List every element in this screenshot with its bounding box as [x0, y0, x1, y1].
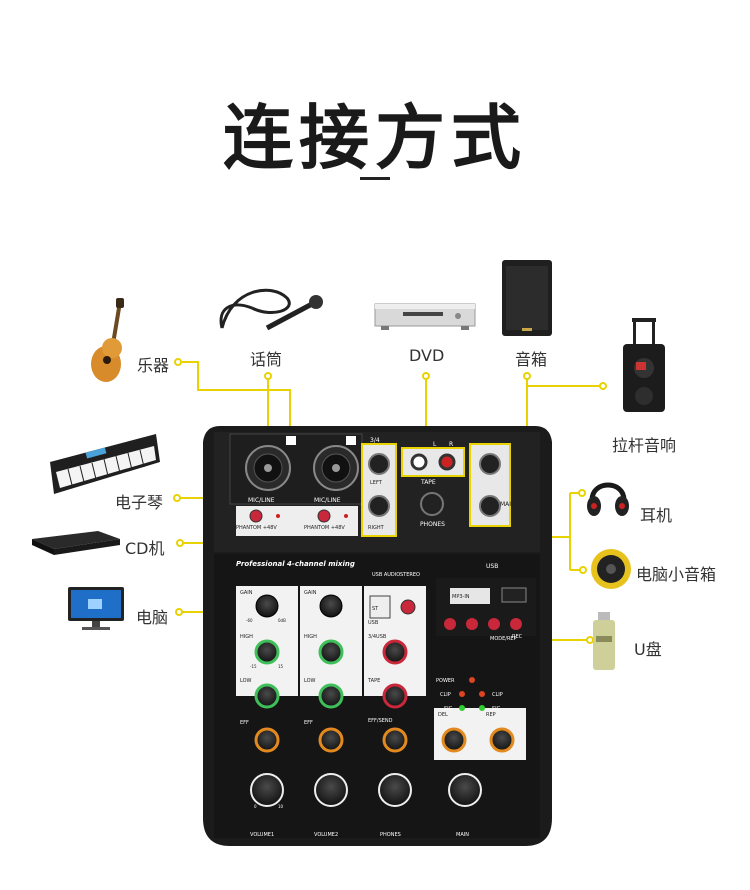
microphone-icon — [219, 288, 323, 331]
label-dvd: DVD — [409, 346, 445, 365]
mixer-brand: Professional 4-channel mixing — [236, 560, 355, 568]
connector-dot — [173, 494, 181, 502]
mixer-volume2: VOLUME2 — [314, 832, 338, 838]
label-computer: 电脑 — [136, 608, 169, 627]
mixer-rec: REC — [512, 634, 523, 640]
mixer-scale-hi: 15 — [278, 664, 284, 669]
mixer-eff-1: EFF — [240, 720, 249, 726]
mixer-st-usb: USB — [368, 620, 379, 626]
label-instrument: 乐器 — [137, 356, 170, 375]
mixer-ch1-label: 1 — [290, 438, 294, 445]
mixer-mp3-in: MP3-IN — [452, 594, 470, 600]
mixer-panel: 1 2 3/4 MIC/LINE MIC/LINE Professional 4… — [203, 426, 552, 846]
mixer-st: ST — [372, 606, 379, 612]
label-pc-speaker: 电脑小音箱 — [636, 565, 717, 584]
label-keyboard: 电子琴 — [115, 493, 164, 512]
connector-dot — [264, 372, 272, 380]
mixer-high-1: HIGH — [240, 634, 253, 640]
mixer-stereo: STEREO — [400, 572, 420, 578]
mixer-clip-r: CLIP — [492, 692, 503, 698]
connector-dot — [176, 539, 184, 547]
mixer-mic-line-1: MIC/LINE — [248, 497, 275, 504]
mixer-high-2: HIGH — [304, 634, 317, 640]
mixer-tape-knob: TAPE — [367, 678, 380, 684]
page-title: 连接方式 — [223, 97, 527, 179]
mixer-power: POWER — [436, 678, 455, 684]
connector-dot — [523, 372, 531, 380]
connector-dot — [599, 382, 607, 390]
title-underline — [360, 177, 390, 180]
connector-dot — [174, 358, 182, 366]
label-trolley-speaker: 拉杆音响 — [612, 436, 677, 455]
label-speaker: 音箱 — [515, 350, 548, 369]
keyboard-icon — [50, 434, 160, 494]
mixer-r-label: R — [449, 441, 453, 448]
mixer-usb34: 3/4USB — [368, 634, 387, 640]
mixer-eff-send: EFF/SEND — [368, 718, 393, 724]
usb-drive-icon — [593, 612, 615, 670]
pc-speaker-icon — [591, 549, 631, 589]
speaker-icon — [502, 260, 552, 336]
mixer-gain-2: GAIN — [304, 590, 317, 596]
mixer-volume1: VOLUME1 — [250, 832, 274, 838]
dvd-player-icon — [374, 303, 476, 330]
mixer-del: DEL — [438, 712, 448, 718]
label-cd-player: CD机 — [125, 539, 165, 558]
mixer-ch2-label: 2 — [350, 438, 354, 445]
mixer-phones-label: PHONES — [420, 521, 445, 528]
headphones-icon — [587, 482, 629, 516]
mixer-scale-zero: 0 — [254, 804, 257, 809]
mixer-mode: MODE/REP — [490, 636, 517, 642]
mixer-main-knob: MAIN — [456, 832, 469, 838]
mixer-low-1: LOW — [240, 678, 252, 684]
mixer-sig-l: SIG — [444, 706, 453, 712]
mixer-usb-label: USB — [486, 563, 498, 570]
connector-dot — [422, 372, 430, 380]
mixer-phantom-1: PHANTOM +48V — [236, 525, 277, 531]
mixer-tape-label: TAPE — [420, 479, 436, 486]
mixer-phantom-2: PHANTOM +48V — [304, 525, 345, 531]
mixer-l-label: L — [433, 441, 437, 448]
connector-dot — [586, 636, 594, 644]
trolley-speaker-icon — [623, 318, 665, 412]
guitar-icon — [91, 298, 124, 382]
mixer-mic-line-2: MIC/LINE — [314, 497, 341, 504]
mixer-phones-knob: PHONES — [380, 832, 401, 838]
mixer-eff-2: EFF — [304, 720, 313, 726]
mixer-usb-audio: USB AUDIO — [372, 572, 400, 578]
connector-dot — [579, 566, 587, 574]
mixer-rep: REP — [486, 712, 496, 718]
mixer-main-label: MAIN — [500, 501, 516, 508]
mixer-scale-ten: 10 — [278, 804, 284, 809]
mixer-gain-1: GAIN — [240, 590, 253, 596]
label-headphones: 耳机 — [640, 506, 673, 525]
mixer-clip-l: CLIP — [440, 692, 451, 698]
mixer-ch34-label: 3/4 — [370, 437, 380, 444]
mixer-low-2: LOW — [304, 678, 316, 684]
label-usb-drive: U盘 — [634, 640, 662, 659]
mixer-left-label: LEFT — [370, 480, 383, 486]
computer-icon — [68, 587, 124, 630]
mixer-scale-lo: -15 — [250, 664, 257, 669]
mixer-sig-r: SIG — [492, 706, 501, 712]
connector-dot — [175, 608, 183, 616]
cd-player-icon — [32, 531, 120, 555]
label-microphone: 话筒 — [250, 350, 283, 369]
mixer-db-min: -60 — [246, 618, 253, 623]
mixer-right-label: RIGHT — [368, 525, 385, 531]
mixer-db-max: 0dB — [278, 618, 286, 623]
connector-dot — [578, 489, 586, 497]
